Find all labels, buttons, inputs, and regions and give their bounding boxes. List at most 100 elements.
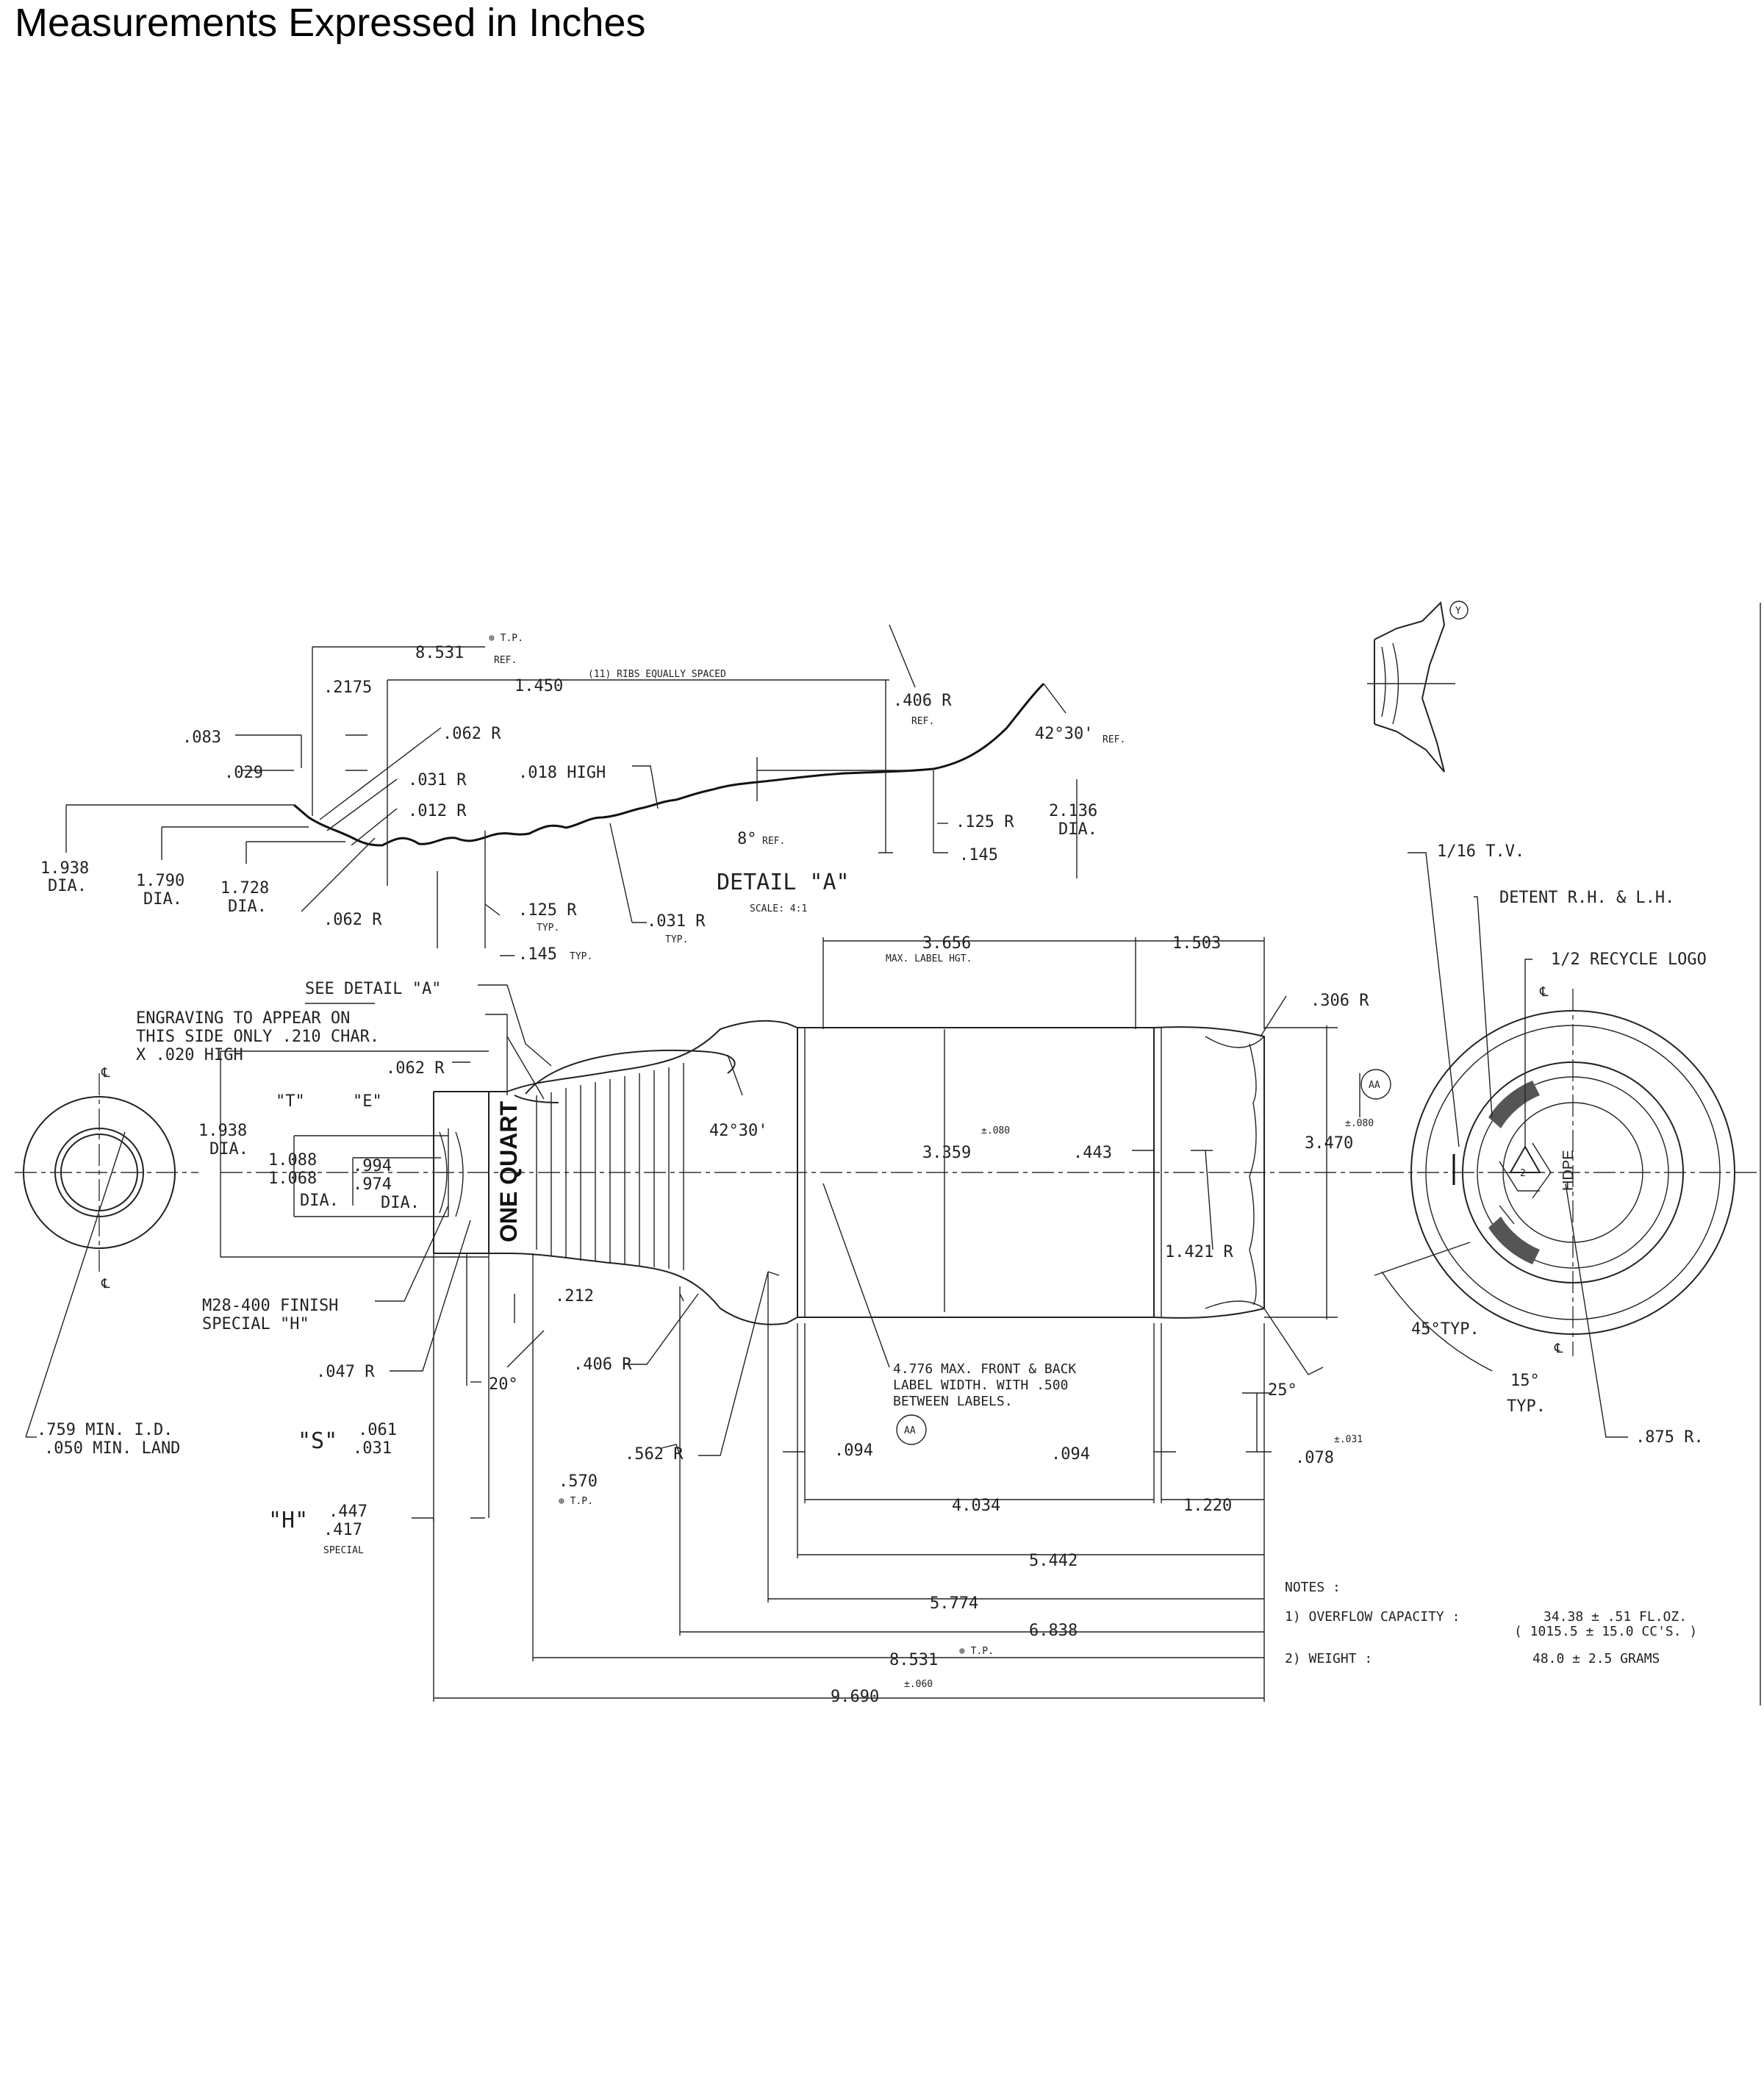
svg-text:.306 R: .306 R — [1311, 992, 1369, 1010]
svg-text:℄: ℄ — [1554, 1341, 1563, 1356]
svg-text:REF.: REF. — [1102, 734, 1125, 745]
svg-text:42°30': 42°30' — [709, 1122, 767, 1140]
svg-text:SPECIAL: SPECIAL — [323, 1545, 364, 1556]
svg-text:.029: .029 — [224, 764, 263, 782]
detent-lower — [1488, 1217, 1540, 1264]
recycle-logo-icon — [1509, 1145, 1541, 1173]
svg-text:1.503: 1.503 — [1172, 934, 1221, 953]
svg-text:"H": "H" — [268, 1508, 308, 1533]
svg-text:℄: ℄ — [1539, 984, 1549, 1000]
svg-text:1/16 T.V.: 1/16 T.V. — [1437, 842, 1524, 861]
svg-text:DIA.: DIA. — [209, 1140, 248, 1158]
hdpe-label: HDPE — [1560, 1150, 1577, 1191]
svg-text:.031 R: .031 R — [408, 771, 467, 789]
svg-text:±.080: ±.080 — [1345, 1118, 1374, 1129]
svg-text:1.220: 1.220 — [1183, 1497, 1232, 1515]
svg-text:REF.: REF. — [762, 836, 785, 847]
svg-text:.406 R: .406 R — [893, 692, 952, 710]
svg-text:.018 HIGH: .018 HIGH — [518, 764, 606, 782]
ribs-note: (11) RIBS EQUALLY SPACED — [588, 669, 726, 680]
svg-text:.047 R: .047 R — [316, 1363, 375, 1381]
page-title: Measurements Expressed in Inches — [15, 1, 646, 45]
svg-text:15°: 15° — [1510, 1372, 1540, 1390]
svg-text:⊕ T.P.: ⊕ T.P. — [559, 1496, 593, 1507]
svg-text:.062 R: .062 R — [323, 911, 382, 929]
svg-text:.061: .061 — [358, 1421, 397, 1439]
svg-text:6.838: 6.838 — [1029, 1622, 1078, 1640]
svg-text:REF.: REF. — [494, 655, 517, 666]
svg-text:8.531: 8.531 — [889, 1651, 938, 1669]
y-mark: Y — [1455, 606, 1461, 617]
svg-text:AA: AA — [904, 1425, 916, 1436]
svg-text:8°: 8° — [737, 830, 757, 848]
svg-text:4.034: 4.034 — [952, 1497, 1000, 1515]
svg-text:℄: ℄ — [101, 1276, 110, 1292]
svg-text:AA: AA — [1369, 1080, 1380, 1091]
svg-text:REF.: REF. — [911, 716, 934, 727]
svg-text:.012 R: .012 R — [408, 802, 467, 820]
detail-a-dim-8531: 8.531 — [415, 644, 464, 662]
svg-text:2.136: 2.136 — [1049, 802, 1097, 820]
svg-text:.094: .094 — [1051, 1445, 1090, 1464]
svg-text:THIS SIDE ONLY .210 CHAR.: THIS SIDE ONLY .210 CHAR. — [136, 1028, 379, 1046]
svg-text:48.0 ± 2.5 GRAMS: 48.0 ± 2.5 GRAMS — [1532, 1651, 1660, 1666]
svg-text:5.442: 5.442 — [1029, 1552, 1078, 1570]
svg-text:.031 R: .031 R — [647, 912, 706, 931]
svg-text:2) WEIGHT :: 2) WEIGHT : — [1285, 1651, 1372, 1666]
aa-circle-1 — [1360, 1069, 1391, 1100]
svg-text:20°: 20° — [489, 1375, 518, 1394]
svg-text:1.938: 1.938 — [40, 859, 89, 878]
svg-text:45°TYP.: 45°TYP. — [1411, 1320, 1480, 1339]
svg-text:( 1015.5 ± 15.0 CC'S. ): ( 1015.5 ± 15.0 CC'S. ) — [1514, 1624, 1697, 1639]
svg-text:2: 2 — [1520, 1168, 1526, 1179]
svg-text:.562 R: .562 R — [625, 1445, 684, 1464]
svg-text:.062 R: .062 R — [386, 1059, 445, 1078]
svg-text:.212: .212 — [555, 1287, 594, 1306]
svg-text:DIA.: DIA. — [228, 898, 267, 916]
svg-text:DIA.: DIA. — [143, 890, 182, 909]
svg-text:4.776 MAX. FRONT & BACK: 4.776 MAX. FRONT & BACK — [893, 1361, 1076, 1377]
svg-text:.447: .447 — [329, 1503, 368, 1521]
svg-text:DIA.: DIA. — [300, 1192, 339, 1210]
bottle-bottom-view: 2 HDPE ℄ ℄ 1/16 T.V. DETENT R.H. & L.H. … — [1374, 603, 1761, 1705]
svg-text:.125 R: .125 R — [956, 813, 1014, 831]
svg-text:LABEL WIDTH. WITH .500: LABEL WIDTH. WITH .500 — [893, 1378, 1068, 1393]
svg-text:.094: .094 — [834, 1442, 873, 1460]
notes-heading: NOTES : — [1285, 1580, 1341, 1595]
svg-text:TYP.: TYP. — [537, 923, 559, 934]
svg-text:.406 R: .406 R — [573, 1356, 632, 1374]
svg-text:ENGRAVING TO APPEAR ON: ENGRAVING TO APPEAR ON — [136, 1009, 350, 1028]
detail-a: 8.531 ⊕ T.P. REF. .2175 1.450 (11) RIBS … — [40, 624, 1125, 964]
svg-text:DIA.: DIA. — [381, 1194, 420, 1212]
svg-text:.570: .570 — [559, 1472, 598, 1491]
detail-a-title: DETAIL "A" — [717, 870, 850, 895]
notes-block: NOTES : 1) OVERFLOW CAPACITY : 34.38 ± .… — [1285, 1580, 1697, 1666]
svg-text:DIA.: DIA. — [1058, 820, 1097, 839]
svg-text:⊕ T.P.: ⊕ T.P. — [959, 1646, 994, 1657]
svg-text:MAX. LABEL HGT.: MAX. LABEL HGT. — [886, 953, 972, 964]
svg-text:.759 MIN. I.D.: .759 MIN. I.D. — [37, 1421, 173, 1439]
svg-text:1.790: 1.790 — [136, 872, 184, 890]
svg-text:3.656: 3.656 — [922, 934, 971, 953]
svg-text:M28-400 FINISH: M28-400 FINISH — [202, 1297, 338, 1315]
svg-text:1.938: 1.938 — [198, 1122, 247, 1140]
svg-text:BETWEEN LABELS.: BETWEEN LABELS. — [893, 1394, 1013, 1409]
svg-text:±.031: ±.031 — [1334, 1434, 1363, 1445]
svg-text:±.080: ±.080 — [981, 1125, 1010, 1136]
svg-text:.050 MIN. LAND: .050 MIN. LAND — [44, 1439, 180, 1458]
svg-text:.875 R.: .875 R. — [1635, 1428, 1704, 1447]
svg-text:3.470: 3.470 — [1305, 1134, 1353, 1153]
svg-text:1.421 R: 1.421 R — [1165, 1243, 1233, 1261]
svg-text:1/2 RECYCLE LOGO: 1/2 RECYCLE LOGO — [1551, 950, 1707, 969]
svg-text:±.060: ±.060 — [904, 1679, 933, 1690]
svg-text:.443: .443 — [1073, 1144, 1112, 1162]
svg-text:.145: .145 — [959, 846, 998, 864]
bottle-side-view: ONE QUART AA AA SEE DETAIL "A" ENGRAVING… — [37, 934, 1391, 1706]
svg-text:TYP.: TYP. — [570, 951, 592, 962]
svg-text:X .020 HIGH: X .020 HIGH — [136, 1046, 243, 1064]
svg-text:1) OVERFLOW CAPACITY :: 1) OVERFLOW CAPACITY : — [1285, 1609, 1460, 1625]
svg-text:.417: .417 — [323, 1521, 362, 1539]
svg-text:"S": "S" — [298, 1428, 337, 1454]
svg-text:.145: .145 — [518, 945, 557, 964]
